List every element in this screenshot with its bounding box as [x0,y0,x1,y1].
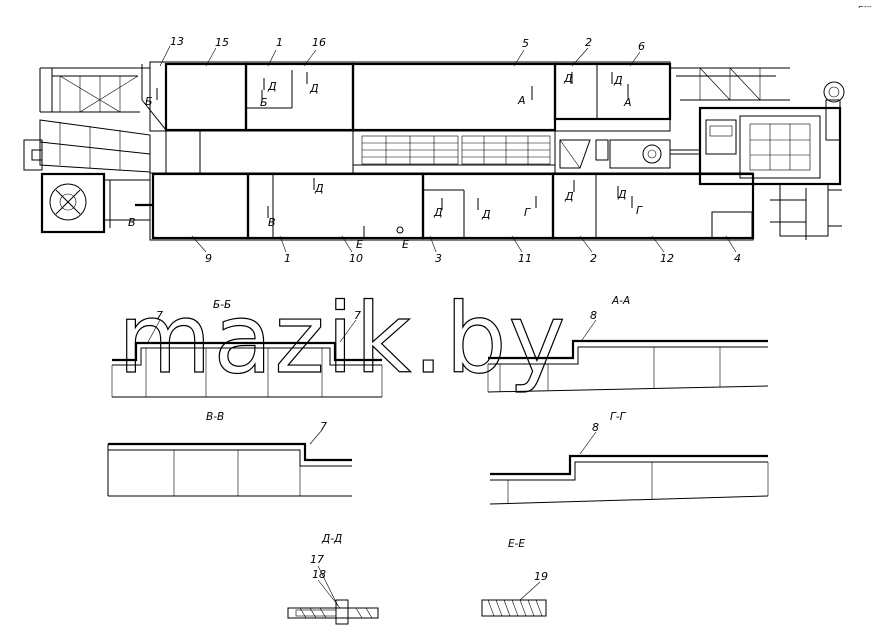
marker-a-5: А [517,94,526,107]
section-bb: Б-Б 7 7 [111,299,383,398]
marker-d-12: Д [617,188,627,201]
section-vv-title: В-В [206,411,224,423]
engine-assembly [698,81,845,240]
callout-4: 4 [734,252,741,265]
marker-v-left: В [128,216,136,229]
marker-d-2b: Д [564,190,574,203]
callout-10: 10 [349,252,363,265]
callout-8-gg: 8 [592,421,599,434]
section-gg: Г-Г 8 [489,411,769,505]
section-gg-title: Г-Г [610,411,627,423]
callout-5: 5 [522,37,529,50]
compartment-9 [151,172,250,240]
callout-11: 11 [518,252,532,265]
callout-7-vv: 7 [320,420,327,433]
callout-1-bottom: 1 [284,252,291,265]
callout-18: 18 [312,568,326,581]
callout-16: 16 [312,36,326,49]
leader-lines [159,45,737,253]
marker-e-10a: Е [356,238,363,251]
view-arrows [156,72,633,238]
front-cab-block [40,172,106,234]
callout-3: 3 [435,252,442,265]
marker-v-9: В [268,216,276,229]
callout-13: 13 [170,35,184,48]
callout-2-top: 2 [585,36,592,49]
chassis-plan-view: 13 15 1 16 5 2 6 9 1 10 3 11 2 12 4 Б Д … [23,35,845,265]
section-dd: Д-Д 17 18 [287,533,379,625]
callout-2-bottom: 2 [590,252,597,265]
callout-15: 15 [215,36,229,49]
marker-b-15: Б [260,96,268,109]
marker-d-3: Д [433,206,443,219]
marker-d-15: Д [267,80,277,93]
callout-12: 12 [660,252,674,265]
section-dd-title: Д-Д [321,533,342,545]
marker-g-11: Г [524,206,531,219]
marker-d-2: Д [563,72,573,85]
section-ee: Е-Е 19 [481,538,548,617]
marker-g-12: Г [636,204,643,217]
wheel-icon [49,183,87,221]
compartment-15 [164,62,248,132]
section-aa-title: А-А [611,295,630,307]
callout-7-bb-a: 7 [156,309,163,322]
section-vv: В-В 7 [107,411,352,497]
watermark: mazik.by [118,283,567,395]
pipe-bundle-left [361,135,459,165]
section-aa: А-А 8 [487,295,769,393]
pipe-bundle-right [461,135,551,165]
marker-d-6: Д [613,74,623,87]
callout-17: 17 [310,553,324,566]
compartment-12 [551,172,755,240]
callout-9: 9 [205,252,212,265]
marker-a-6: А [623,96,632,109]
marker-d-16: Д [309,82,319,95]
marker-b-left: Б [145,95,153,108]
transmission-assembly [559,139,700,169]
corner-mark: ⌐--- [858,3,872,11]
section-ee-title: Е-Е [508,538,525,550]
callout-1-top: 1 [276,36,283,49]
callout-8-aa: 8 [590,309,597,322]
marker-e-10b: Е [402,238,409,251]
callout-6: 6 [638,40,645,53]
marker-d-11: Д [481,208,491,221]
section-bb-title: Б-Б [213,299,231,311]
callout-7-bb-b: 7 [354,309,361,322]
marker-d-10: Д [314,182,324,195]
callout-19: 19 [534,570,548,583]
